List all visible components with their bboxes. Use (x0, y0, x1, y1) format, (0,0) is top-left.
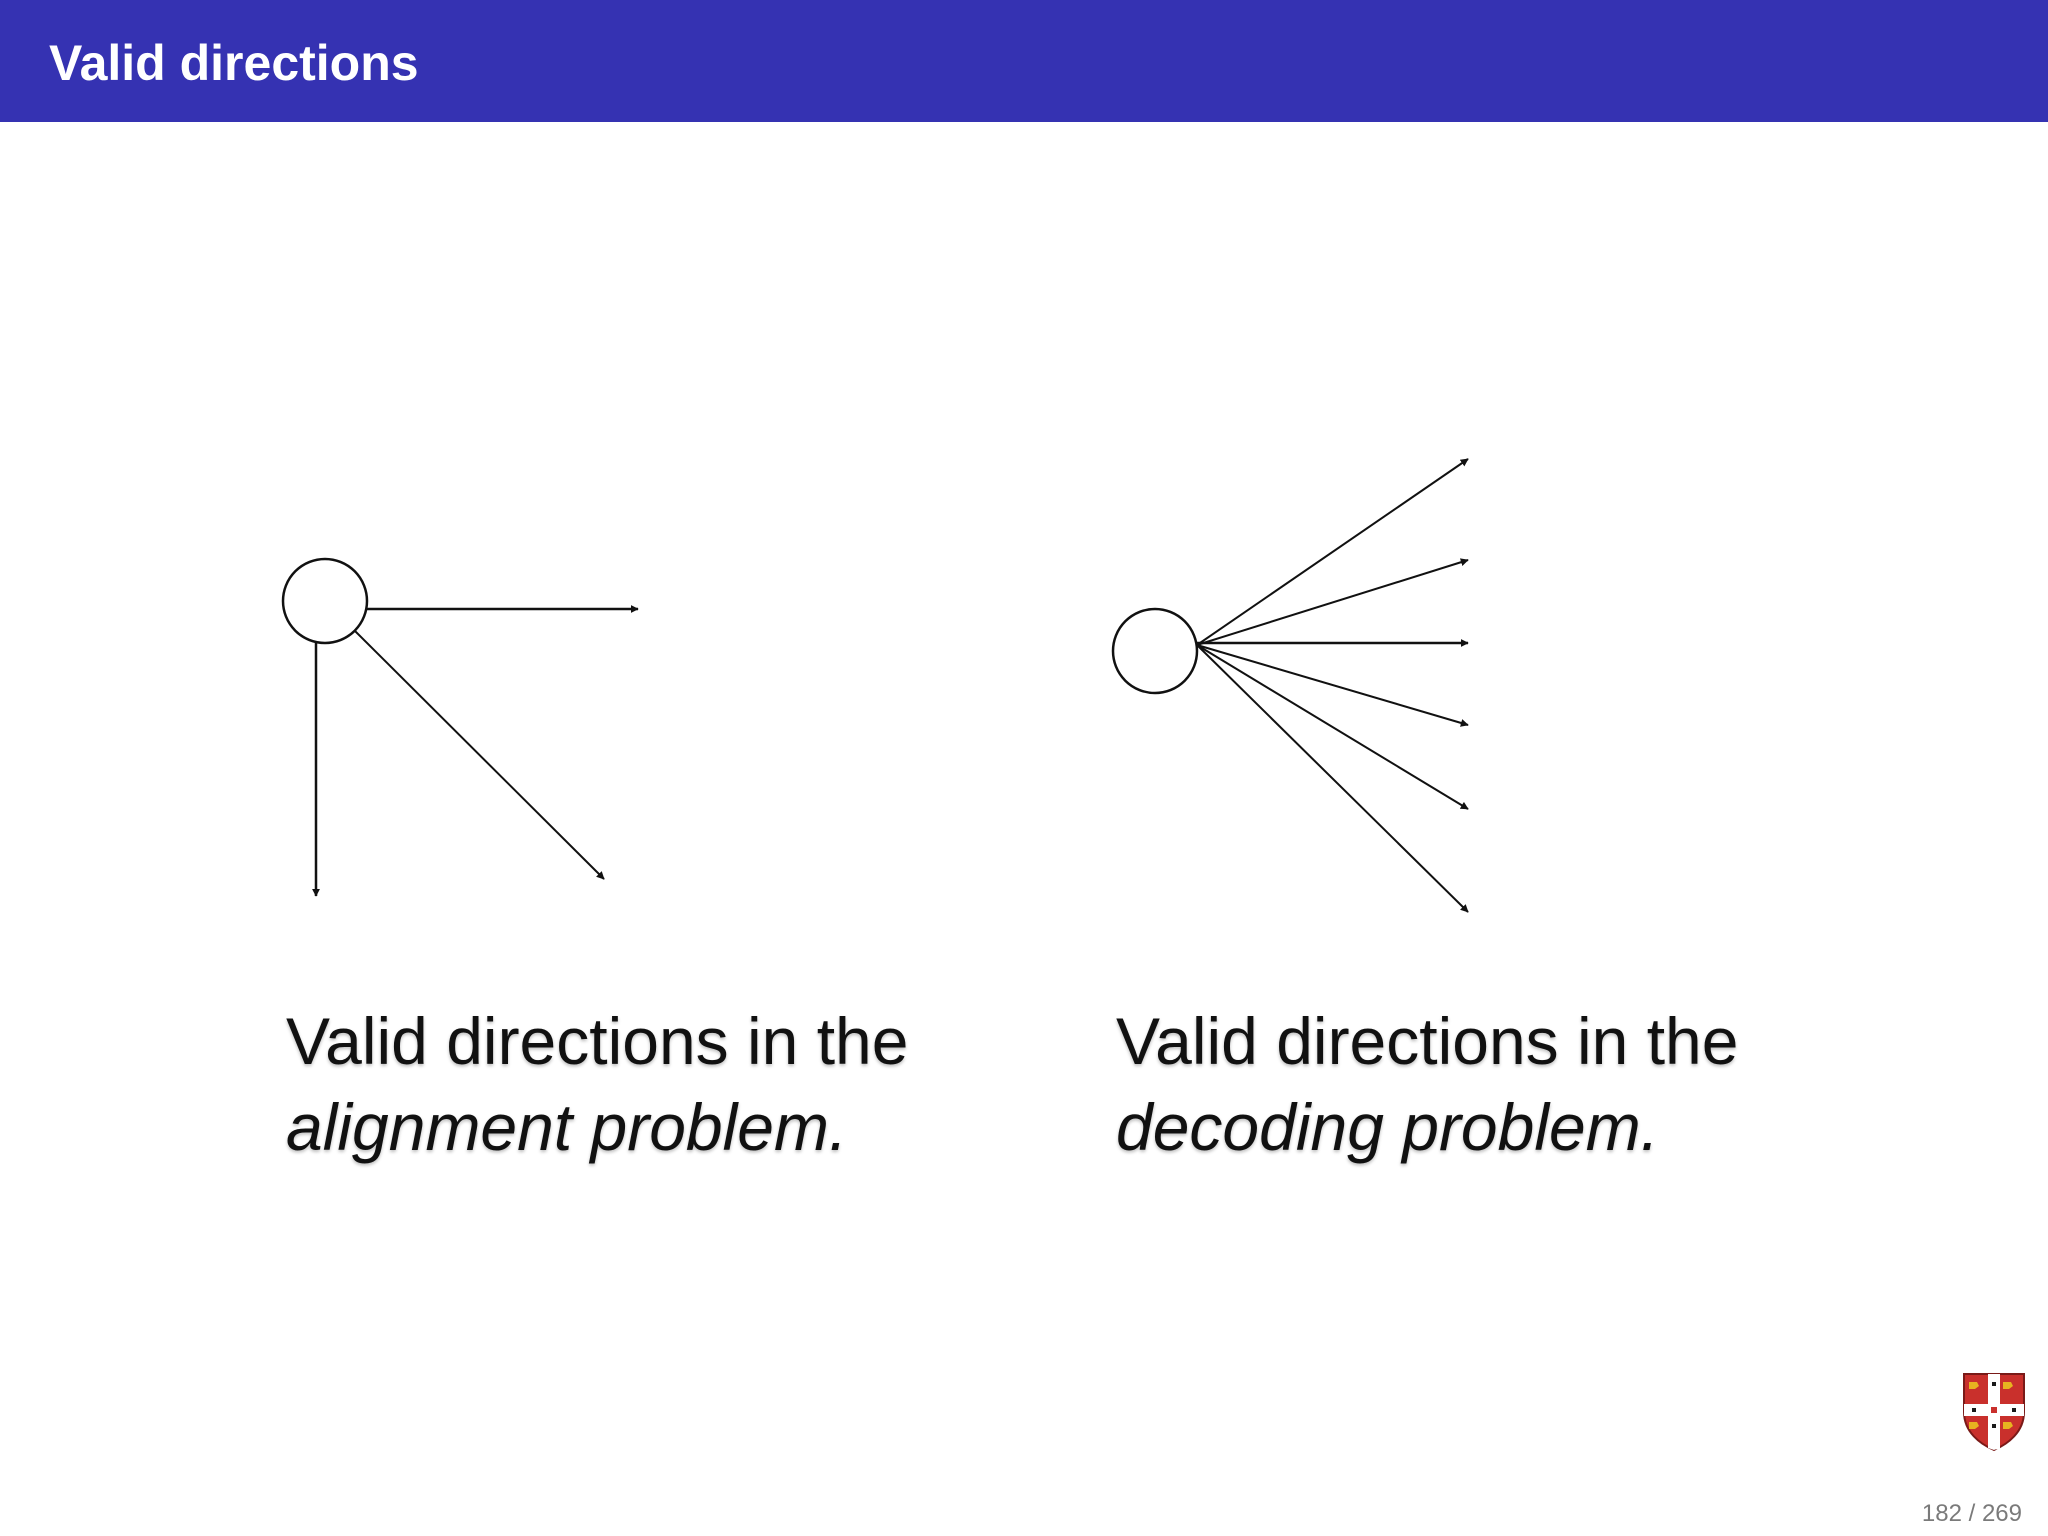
decoding-arrow-1 (1196, 458, 1469, 646)
decoding-arrow-6 (1196, 644, 1469, 913)
decoding-node (1111, 607, 1199, 695)
decoding-caption-line1: Valid directions in the (1116, 1004, 1739, 1078)
page-number: 182 / 269 (1921, 1500, 2022, 1527)
decoding-caption: Valid directions in the decoding problem… (1116, 998, 1738, 1170)
alignment-caption: Valid directions in the alignment proble… (286, 998, 908, 1170)
decoding-caption-line2: decoding problem. (1116, 1090, 1660, 1164)
alignment-diagram (281, 557, 639, 897)
decoding-arrow-4 (1196, 644, 1469, 727)
title-bar: Valid directions (0, 0, 2048, 122)
alignment-node (281, 557, 369, 645)
decoding-arrow-2 (1196, 558, 1469, 646)
alignment-arrow-diagonal (354, 630, 605, 880)
decoding-diagram (1111, 458, 1469, 913)
alignment-caption-line1: Valid directions in the (286, 1004, 909, 1078)
university-crest-icon (1963, 1373, 2025, 1452)
decoding-arrow-5 (1196, 644, 1469, 810)
slide-title: Valid directions (49, 35, 419, 91)
alignment-caption-line2: alignment problem. (286, 1090, 848, 1164)
